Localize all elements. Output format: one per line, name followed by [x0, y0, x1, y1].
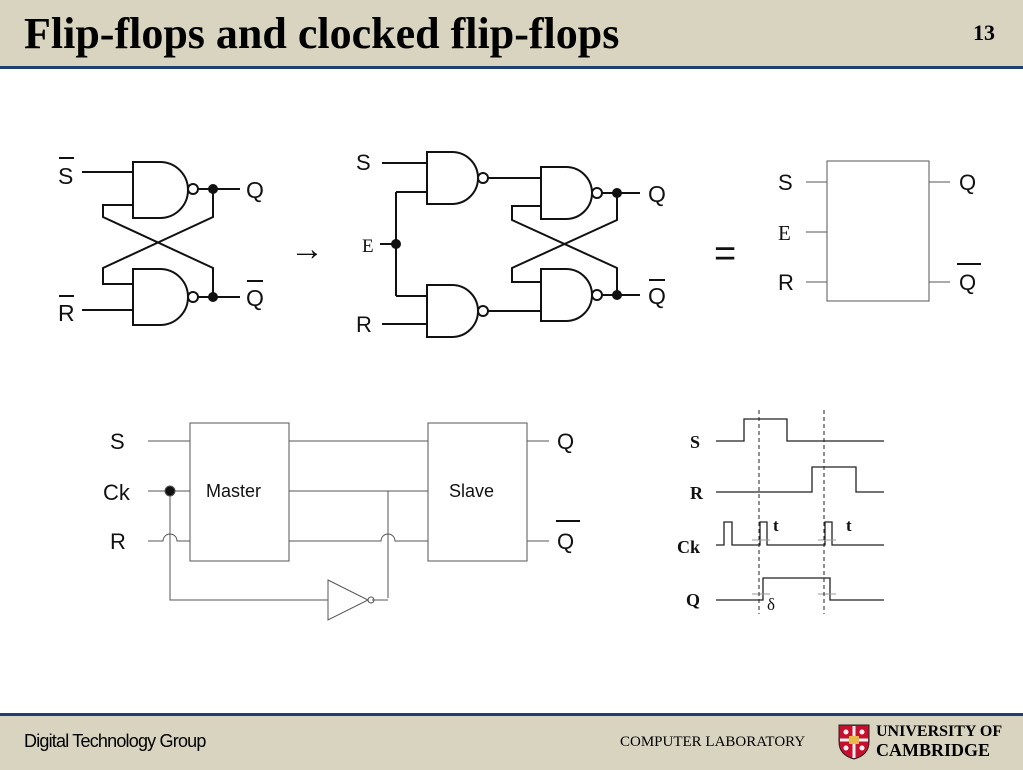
nand-gate-bottom [540, 268, 593, 322]
waveform-q [716, 577, 884, 601]
inverter-bubble [591, 187, 603, 199]
label-r: R [110, 529, 126, 554]
slave-block [427, 422, 528, 562]
label-t: t [773, 516, 779, 535]
label-q: Q [959, 170, 976, 195]
page-number: 13 [973, 20, 995, 45]
label-q: Q [246, 177, 264, 203]
label-q: Q [648, 181, 666, 207]
inverter-bubble [367, 596, 375, 604]
label-s: S [356, 150, 371, 175]
label-q: Q [686, 590, 700, 610]
footer-bar: Digital Technology Group COMPUTER LABORA… [0, 713, 1023, 770]
nand-gate-top [132, 161, 189, 219]
inverter-bubble [591, 289, 603, 301]
label-r: R [690, 483, 704, 503]
university-line-1: UNIVERSITY OF [876, 723, 1003, 740]
time-marker-lines [758, 410, 825, 614]
label-q-bar: Q [557, 529, 574, 554]
label-q-bar: Q [959, 270, 976, 295]
group-name: Digital Technology Group [24, 731, 206, 751]
label-master: Master [206, 481, 261, 501]
nand-gate-r [426, 284, 479, 338]
implies-arrow: → [290, 230, 324, 268]
label-r: R [356, 312, 372, 337]
junction-dot [164, 485, 176, 497]
junction-dot [208, 184, 218, 194]
label-s-bar: S [58, 163, 73, 189]
equals-sign: = [714, 233, 736, 275]
label-slave: Slave [449, 481, 494, 501]
timing-diagram: S R Ck Q t t δ [677, 410, 884, 614]
inverter-bubble [187, 291, 199, 303]
nand-gate-s [426, 151, 479, 205]
nand-gate-bottom [132, 268, 189, 326]
label-r-bar: R [58, 300, 75, 326]
label-r: R [778, 270, 794, 295]
slide-title: Flip-flops and clocked flip-flops [24, 9, 620, 58]
junction-dot [208, 292, 218, 302]
label-ck: Ck [677, 537, 700, 557]
label-q-bar: Q [648, 283, 666, 309]
waveform-s [716, 418, 884, 442]
pins [806, 181, 950, 283]
university-name: UNIVERSITY OF CAMBRIDGE [876, 723, 1002, 759]
label-e: E [778, 221, 791, 245]
inverter-bubble [477, 305, 489, 317]
inverter-gate [327, 579, 370, 621]
clock-edge-markers [752, 539, 836, 595]
label-s: S [110, 429, 125, 454]
label-e: E [362, 236, 374, 257]
university-crest-icon [838, 724, 870, 760]
label-q: Q [557, 429, 574, 454]
label-q-bar: Q [246, 285, 264, 311]
junction-dot [391, 239, 401, 249]
latch-block [826, 160, 930, 302]
inverter-bubble [477, 172, 489, 184]
waveform-ck [716, 521, 884, 546]
master-slave-flip-flop: S Ck R Master Slave Q Q [103, 422, 580, 621]
sr-latch: S R Q Q [58, 157, 264, 326]
university-line-2: CAMBRIDGE [876, 740, 991, 760]
label-ck: Ck [103, 480, 131, 505]
wires [148, 440, 549, 601]
title-bar: Flip-flops and clocked flip-flops 13 [0, 0, 1023, 69]
wires [82, 171, 240, 311]
label-delta: δ [767, 595, 775, 614]
label-t: t [846, 516, 852, 535]
label-s: S [778, 170, 793, 195]
wires [380, 162, 640, 325]
lab-name: COMPUTER LABORATORY [620, 734, 806, 750]
master-block [189, 422, 290, 562]
inverter-bubble [187, 183, 199, 195]
waveform-r [716, 466, 884, 493]
nand-gate-top [540, 166, 593, 220]
junction-dot [612, 290, 622, 300]
label-s: S [690, 432, 700, 452]
junction-dot [612, 188, 622, 198]
gated-latch: S E R Q Q [356, 150, 666, 338]
latch-block-symbol: S E R Q Q [778, 160, 981, 302]
